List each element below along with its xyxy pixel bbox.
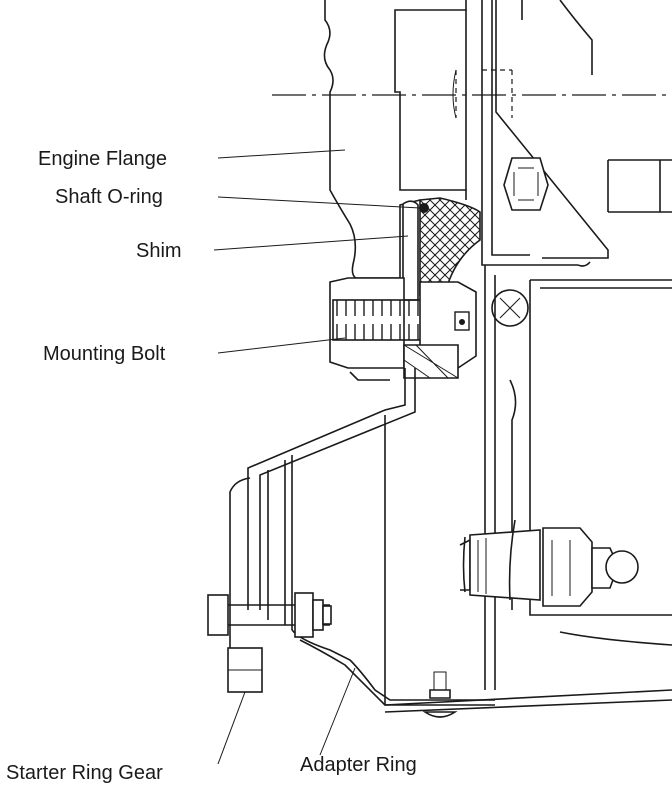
flywheel-housing [452,0,672,267]
shaft-oring [419,197,481,296]
housing-screw [491,289,529,327]
leader-shaft-oring [217,196,421,209]
engine-flange [323,0,467,279]
leader-lines [213,149,421,765]
label-mounting-bolt: Mounting Bolt [43,343,166,365]
flex-plate [229,368,416,660]
label-engine-flange: Engine Flange [38,148,167,170]
label-shaft-oring: Shaft O-ring [55,186,163,208]
label-shim: Shim [136,240,182,262]
leader-shim [213,235,409,251]
shim [402,200,419,301]
leader-starter-ring-gear [217,691,246,765]
mounting-bolt [329,277,477,379]
leader-mounting-bolt [217,337,346,354]
label-adapter-ring: Adapter Ring [300,754,417,776]
starter-ring-gear [207,592,332,693]
leader-engine-flange [217,149,346,159]
clutch-housing [484,265,672,690]
leader-adapter-ring [319,667,356,756]
label-starter-ring-gear: Starter Ring Gear [6,762,163,784]
sensor-fitting [459,519,639,607]
